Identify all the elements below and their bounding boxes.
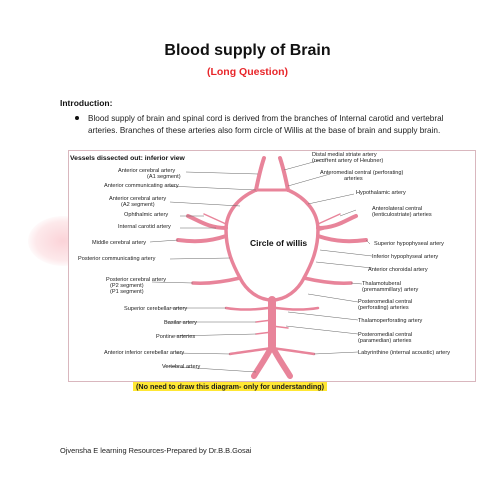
diagram-note: (No need to draw this diagram- only for … xyxy=(133,382,328,391)
superior-cerebellar-right xyxy=(274,306,320,311)
anterior-cerebral-artery-left xyxy=(254,156,266,192)
bullet-icon xyxy=(75,116,79,120)
label-inferior-hypophyseal: Inferior hypophyseal artery xyxy=(372,254,439,260)
label-posteromedial-perforating: Posteromedial central xyxy=(358,299,413,305)
label-anteromedial-central: Anteromedial central (perforating) xyxy=(320,170,404,176)
label-perforating-arteries: (perforating) arteries xyxy=(358,305,409,311)
label-aica: Anterior inferior cerebellar artery xyxy=(104,350,185,356)
label-ophthalmic: Ophthalmic artery xyxy=(124,212,169,218)
label-a2-segment: (A2 segment) xyxy=(121,202,155,208)
label-premammillary: (premammillary) artery xyxy=(362,287,419,293)
label-anterior-communicating: Anterior communicating artery xyxy=(104,183,179,189)
internal-carotid-right xyxy=(316,214,358,230)
label-pontine: Pontine arteries xyxy=(156,334,196,340)
section-heading: Introduction: xyxy=(60,98,113,108)
label-a1-segment: (A1 segment) xyxy=(147,174,181,180)
anterior-cerebral-artery-right xyxy=(278,156,290,192)
label-posterior-communicating: Posterior communicating artery xyxy=(78,256,156,262)
label-hypothalamic: Hypothalamic artery xyxy=(356,190,406,196)
label-posterior-cerebral: Posterior cerebral artery xyxy=(106,277,166,283)
label-internal-carotid: Internal carotid artery xyxy=(118,224,171,230)
middle-cerebral-left xyxy=(176,234,228,244)
vertebral-right xyxy=(269,343,293,379)
label-thalamotuberal: Thalamotuberal xyxy=(362,281,401,287)
label-distal-medial-striate: Distal medial striate artery xyxy=(312,152,377,158)
label-superior-hypophyseal: Superior hypophyseal artery xyxy=(374,241,444,247)
circle-of-willis-diagram xyxy=(149,156,373,379)
middle-cerebral-right xyxy=(316,234,368,244)
label-p2-segment: (P2 segment) xyxy=(110,283,144,289)
label-anterior-cerebral-a1: Anterior cerebral artery xyxy=(118,168,176,174)
page-footer: Ojvensha E learning Resources-Prepared b… xyxy=(60,446,252,455)
intro-paragraph: Blood supply of brain and spinal cord is… xyxy=(88,114,444,135)
label-middle-cerebral: Middle cerebral artery xyxy=(92,240,147,246)
page-subtitle: (Long Question) xyxy=(206,66,289,78)
circle-of-willis-label: Circle of willis xyxy=(250,238,308,248)
superior-cerebellar-left xyxy=(224,306,270,311)
page-title: Blood supply of Brain xyxy=(164,42,331,59)
label-superior-cerebellar: Superior cerebellar artery xyxy=(124,306,188,312)
label-labyrinthine: Labyrinthine (internal acoustic) artery xyxy=(358,350,451,356)
posterior-cerebral-left xyxy=(191,276,242,285)
anterolateral-perforators xyxy=(317,213,343,231)
circle-left-side xyxy=(224,188,274,302)
label-recurrent-heubner: (recurrent artery of Heubner) xyxy=(312,158,384,164)
pontine-arteries xyxy=(255,319,289,335)
circle-right-side xyxy=(270,188,320,302)
label-anterior-cerebral-a2: Anterior cerebral artery xyxy=(109,196,167,202)
label-vertebral: Vertebral artery xyxy=(162,364,201,370)
label-lenticulostriate: (lenticulostriate) arteries xyxy=(372,212,432,218)
diagram-heading: Vessels dissected out: inferior view xyxy=(70,155,185,162)
label-p1-segment: (P1 segment) xyxy=(110,289,144,295)
posterior-cerebral-right xyxy=(302,276,353,285)
label-paramedian-arteries: (paramedian) arteries xyxy=(358,338,412,344)
internal-carotid-left xyxy=(186,214,228,230)
label-anterolateral-central: Anterolateral central xyxy=(372,206,423,212)
ophthalmic-artery xyxy=(203,213,227,225)
label-posteromedial-paramedian: Posteromedial central xyxy=(358,332,413,338)
label-anteromedial-arteries: arteries xyxy=(344,176,363,182)
label-anterior-choroidal: Anterior choroidal artery xyxy=(368,267,428,273)
label-thalamoperforating: Thalamoperforating artery xyxy=(358,318,423,324)
label-basilar: Basilar artery xyxy=(164,320,197,326)
